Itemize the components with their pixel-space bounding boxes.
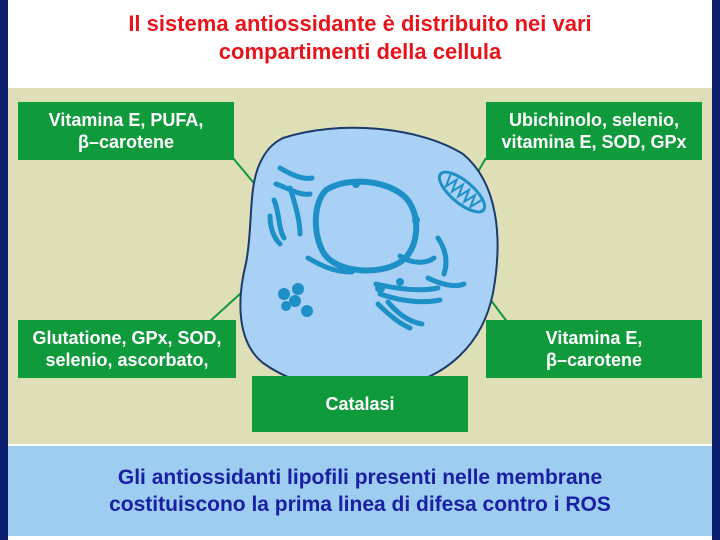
- slide: Il sistema antiossidante è distribuito n…: [8, 0, 712, 540]
- title-line-1: Il sistema antiossidante è distribuito n…: [8, 10, 712, 38]
- vesicle: [396, 278, 404, 286]
- label-text: Catalasi: [325, 393, 394, 415]
- nuclear-pore: [412, 216, 420, 224]
- slide-title: Il sistema antiossidante è distribuito n…: [8, 10, 712, 66]
- label-box-membrane: Vitamina E, PUFA, β–carotene: [18, 102, 234, 160]
- label-text: Glutatione, GPx, SOD,: [32, 327, 221, 349]
- label-box-peroxisome: Catalasi: [252, 376, 468, 432]
- label-box-mitochondria: Ubichinolo, selenio, vitamina E, SOD, GP…: [486, 102, 702, 160]
- label-text: Vitamina E,: [546, 327, 643, 349]
- diagram-panel: Vitamina E, PUFA, β–carotene Ubichinolo,…: [8, 88, 712, 444]
- label-text: β–carotene: [78, 131, 174, 153]
- label-text: selenio, ascorbato,: [45, 349, 208, 371]
- label-box-cytosol: Glutatione, GPx, SOD, selenio, ascorbato…: [18, 320, 236, 378]
- vesicle: [375, 283, 385, 293]
- label-text: Ubichinolo, selenio,: [509, 109, 679, 131]
- label-box-er: Vitamina E, β–carotene: [486, 320, 702, 378]
- label-text: vitamina E, SOD, GPx: [501, 131, 686, 153]
- label-text: β–carotene: [546, 349, 642, 371]
- conclusion-line-2: costituiscono la prima linea di difesa c…: [8, 491, 712, 518]
- conclusion-banner: Gli antiossidanti lipofili presenti nell…: [8, 446, 712, 536]
- title-line-2: compartimenti della cellula: [8, 38, 712, 66]
- label-text: Vitamina E, PUFA,: [49, 109, 204, 131]
- conclusion-line-1: Gli antiossidanti lipofili presenti nell…: [8, 464, 712, 491]
- nuclear-pore: [352, 180, 360, 188]
